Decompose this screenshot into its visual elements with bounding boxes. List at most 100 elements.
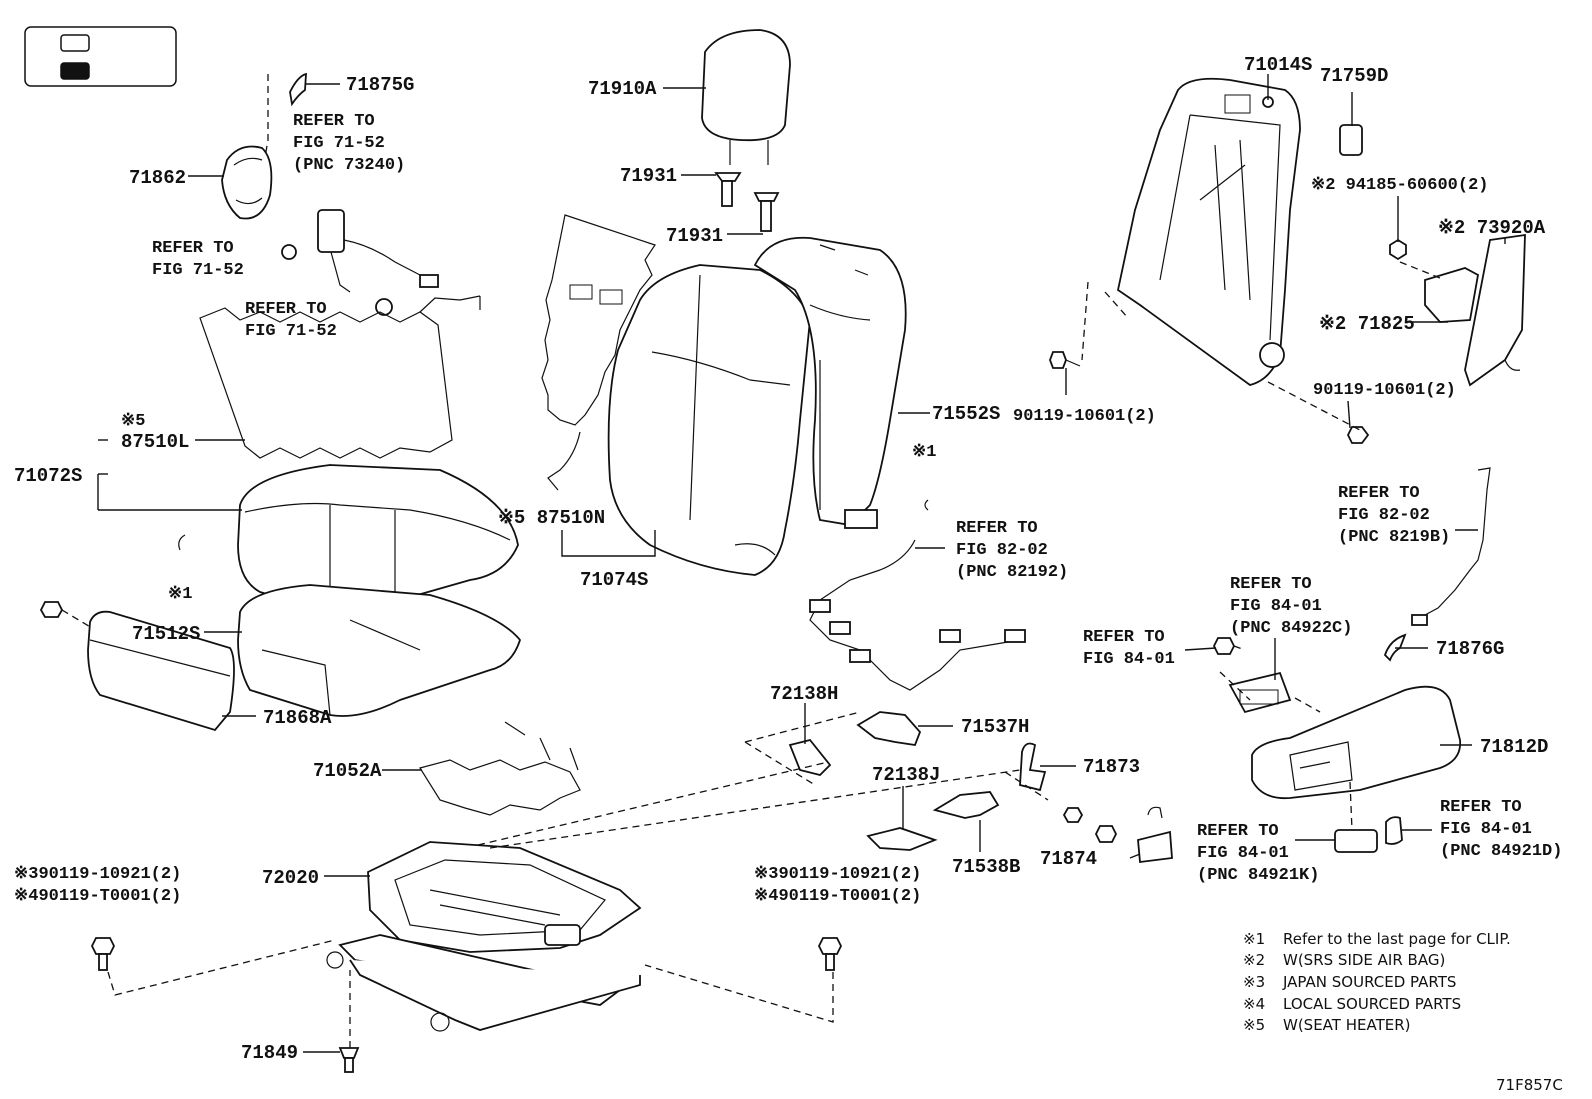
- label-71868a: 71868A: [263, 707, 332, 729]
- label-refer-84-01-c-line2: FIG 84-01: [1197, 844, 1289, 863]
- label-73920a: ※2 73920A: [1438, 217, 1546, 239]
- label-71862: 71862: [129, 167, 186, 189]
- label-71875g: 71875G: [346, 74, 414, 96]
- leader-lines: [97, 74, 1506, 1053]
- footnote-3-text: JAPAN SOURCED PARTS: [1282, 973, 1456, 991]
- footnotes: ※1 Refer to the last page for CLIP. ※2 W…: [1243, 930, 1511, 1034]
- label-note1-right: ※1: [912, 443, 936, 462]
- part-71825-bracket: [1424, 267, 1480, 323]
- label-refer-84-01-c-line1: REFER TO: [1197, 822, 1279, 841]
- label-71537h: 71537H: [961, 716, 1029, 738]
- label-refer-82-02-a-line2: FIG 82-02: [956, 541, 1048, 560]
- part-71931-guide-b: [753, 192, 780, 232]
- label-71052a: 71052A: [313, 760, 382, 782]
- label-71812d: 71812D: [1480, 736, 1548, 758]
- part-72020-seat-frame: [326, 841, 642, 1032]
- label-refer-82-02-b-line1: REFER TO: [1338, 484, 1420, 503]
- label-94185-60600: ※2 94185-60600(2): [1311, 176, 1488, 195]
- label-refer-82-02-a-line3: (PNC 82192): [956, 563, 1068, 582]
- label-71931-b: 71931: [666, 225, 723, 247]
- clip-left: [178, 534, 186, 551]
- label-note5-87510l: ※5: [121, 412, 145, 431]
- label-refer-71-52-pnc-73240-line2: FIG 71-52: [293, 134, 385, 153]
- label-refer-82-02-a-line1: REFER TO: [956, 519, 1038, 538]
- label-refer-71-52-pnc-73240-line3: (PNC 73240): [293, 156, 405, 175]
- footnote-5-text: W(SEAT HEATER): [1283, 1016, 1410, 1034]
- part-71072s-cushion-cover: [237, 464, 519, 616]
- footnote-1-mark: ※1: [1243, 930, 1265, 948]
- part-90119-10601-bolt-a: [1049, 351, 1081, 369]
- part-71812d-side-shield: [1251, 685, 1462, 800]
- knob-84921k: [1334, 829, 1378, 853]
- label-refer-84-01-d-line3: (PNC 84921D): [1440, 842, 1562, 861]
- part-71874-hook: [1094, 806, 1173, 864]
- label-note1-left: ※1: [168, 585, 192, 604]
- part-71074s-back-cover: [607, 264, 811, 576]
- bolt-mid-90119-10921: [817, 937, 843, 971]
- label-refer-84-01-b-line1: REFER TO: [1083, 628, 1165, 647]
- part-71868a-side-trim: [39, 601, 235, 732]
- label-refer-71-52-b-line2: FIG 71-52: [152, 261, 244, 280]
- part-94185-nut: [1389, 238, 1407, 261]
- part-71849-bolt: [338, 1047, 360, 1073]
- part-72138h-bracket: [788, 738, 832, 776]
- label-90119-10601-a: 90119-10601(2): [1013, 407, 1156, 426]
- wire-harness-8219b: [1424, 467, 1491, 616]
- label-90119-10601-b: 90119-10601(2): [1313, 381, 1456, 400]
- label-71538b: 71538B: [952, 856, 1020, 878]
- footnote-2-mark: ※2: [1243, 951, 1265, 969]
- part-87510n-back-heater: [541, 214, 656, 426]
- part-labels: 71875G REFER TO FIG 71-52 (PNC 73240) 71…: [14, 54, 1563, 1094]
- label-refer-84-01-c-line3: (PNC 84921K): [1197, 866, 1319, 885]
- part-71759d-pad: [1339, 124, 1363, 156]
- label-71874: 71874: [1040, 848, 1097, 870]
- part-90119-10601-bolt-b: [1346, 426, 1370, 444]
- label-bolt-left-line1: ※390119-10921(2): [14, 865, 181, 884]
- label-71931-a: 71931: [620, 165, 677, 187]
- label-71552s: 71552S: [932, 403, 1000, 425]
- label-72138j: 72138J: [872, 764, 940, 786]
- part-71873-hook: [1019, 742, 1047, 792]
- label-refer-84-01-a-line2: FIG 84-01: [1230, 597, 1322, 616]
- part-71512s-cushion-pad: [237, 584, 522, 717]
- label-refer-71-52-c-line1: REFER TO: [245, 300, 327, 319]
- footnote-5-mark: ※5: [1243, 1016, 1265, 1034]
- label-refer-82-02-b-line2: FIG 82-02: [1338, 506, 1430, 525]
- part-71537h-cover: [856, 711, 922, 746]
- label-refer-84-01-a-line3: (PNC 84922C): [1230, 619, 1352, 638]
- label-bolt-left-line2: ※490119-T0001(2): [14, 887, 181, 906]
- part-87510l-cushion-heater: [199, 307, 453, 459]
- part-71862-cover: [221, 145, 273, 220]
- part-71052a-spring-mat: [419, 759, 581, 816]
- label-71014s: 71014S: [1244, 54, 1312, 76]
- label-refer-84-01-a-line1: REFER TO: [1230, 575, 1312, 594]
- legend-box: [24, 26, 177, 87]
- label-refer-71-52-pnc-73240-line1: REFER TO: [293, 112, 375, 131]
- label-refer-84-01-b-line2: FIG 84-01: [1083, 650, 1175, 669]
- label-87510n: ※5 87510N: [498, 507, 605, 529]
- label-bolt-mid-line1: ※390119-10921(2): [754, 865, 921, 884]
- part-72138j-bracket: [866, 827, 938, 851]
- part-71931-guide-a: [714, 172, 742, 207]
- label-71512s: 71512S: [132, 623, 200, 645]
- bolt-left-90119-10921: [90, 937, 116, 971]
- label-refer-84-01-d-line1: REFER TO: [1440, 798, 1522, 817]
- label-71072s: 71072S: [14, 465, 82, 487]
- label-refer-71-52-b-line1: REFER TO: [152, 239, 234, 258]
- label-refer-71-52-c-line2: FIG 71-52: [245, 322, 337, 341]
- part-73920a-side-airbag: [1464, 233, 1526, 387]
- legend-black-swatch: [60, 62, 90, 80]
- part-71552s-back-board: [753, 236, 907, 529]
- label-72138h: 72138H: [770, 683, 838, 705]
- label-bolt-mid-line2: ※490119-T0001(2): [754, 887, 921, 906]
- label-refer-84-01-d-line2: FIG 84-01: [1440, 820, 1532, 839]
- figure-code: 71F857C: [1496, 1076, 1563, 1094]
- label-72020: 72020: [262, 867, 319, 889]
- label-87510l: 87510L: [121, 431, 189, 453]
- knob-84921d: [1385, 816, 1403, 845]
- label-71759d: 71759D: [1320, 65, 1388, 87]
- part-71875g-cover: [289, 72, 307, 107]
- label-71849: 71849: [241, 1042, 298, 1064]
- label-71876g: 71876G: [1436, 638, 1504, 660]
